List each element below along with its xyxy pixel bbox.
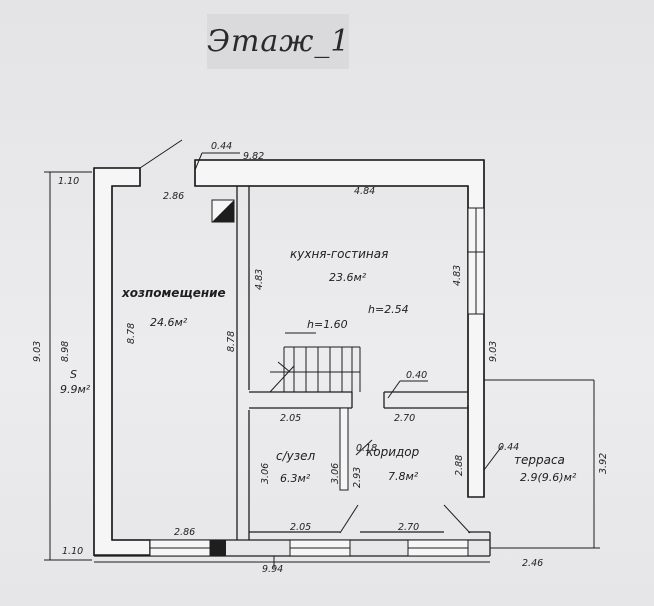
left-label-area: 9.9м² <box>60 383 91 396</box>
room-area-corridor: 7.8м² <box>388 470 419 483</box>
dim-306-left: 3.06 <box>260 463 271 484</box>
room-name-kitchen: кухня-гостиная <box>290 247 388 261</box>
dim-898: 8.98 <box>60 341 71 362</box>
dim-044-right: 0.44 <box>498 442 519 453</box>
room-area-kitchen: 23.6м² <box>329 271 367 284</box>
dim-044-top: 0.44 <box>211 141 232 152</box>
room-name-terrace: терраса <box>514 453 565 467</box>
stairs <box>269 332 361 393</box>
dim-040: 0.40 <box>406 370 427 381</box>
dim-044-right-tick <box>483 445 503 471</box>
dim-903-right: 9.03 <box>488 341 499 362</box>
dim-293: 2.93 <box>352 467 363 488</box>
dim-018: 0.18 <box>356 443 377 454</box>
room-name-storage: хозпомещение <box>121 286 226 300</box>
dim-205-mid: 2.05 <box>280 413 301 424</box>
dim-246: 2.46 <box>522 558 543 569</box>
room-name-bathroom: с/узел <box>276 449 316 463</box>
room-height-kitchen: h=2.54 <box>368 303 409 316</box>
dim-018-tick <box>355 439 373 456</box>
dim-044-tick <box>194 152 203 171</box>
room-name-corridor: коридор <box>366 445 420 459</box>
room-area-terrace: 2.9(9.6)м² <box>520 471 577 484</box>
stair-height: h=1.60 <box>307 318 348 331</box>
partition-wall <box>339 407 349 491</box>
dim-484: 4.84 <box>354 186 375 197</box>
dim-903-left: 9.03 <box>32 341 43 362</box>
door-swing-exit <box>443 504 471 534</box>
door-swing-bath <box>339 504 359 534</box>
left-label-s: S <box>70 368 77 381</box>
dim-483-right: 4.83 <box>452 265 463 286</box>
dim-040-tick <box>387 380 401 399</box>
outer-wall <box>93 159 485 556</box>
dim-286-bottom: 2.86 <box>174 527 195 538</box>
dim-392: 3.92 <box>598 453 609 474</box>
dim-110-bottom: 1.10 <box>62 546 83 557</box>
dim-483-left: 4.83 <box>254 269 265 290</box>
dim-270-bottom: 2.70 <box>398 522 419 533</box>
dim-288: 2.88 <box>454 455 465 476</box>
dim-306-right: 3.06 <box>330 463 341 484</box>
dim-110-top: 1.10 <box>58 176 79 187</box>
room-area-bathroom: 6.3м² <box>280 472 311 485</box>
chimney-fill <box>212 200 234 222</box>
door-swing-top <box>139 139 183 169</box>
dim-270-mid: 2.70 <box>394 413 415 424</box>
bottom-post <box>210 540 226 556</box>
dim-286-top: 2.86 <box>163 191 184 202</box>
dim-205-bottom: 2.05 <box>290 522 311 533</box>
plan-title: Этаж_1 <box>207 24 351 59</box>
dim-878-left: 8.78 <box>126 323 137 344</box>
dim-994: 9.94 <box>262 564 283 575</box>
title-box: Этаж_1 <box>207 14 349 69</box>
room-area-storage: 24.6м² <box>150 316 188 329</box>
dim-878-right: 8.78 <box>226 331 237 352</box>
dim-982: 9.82 <box>243 151 264 162</box>
